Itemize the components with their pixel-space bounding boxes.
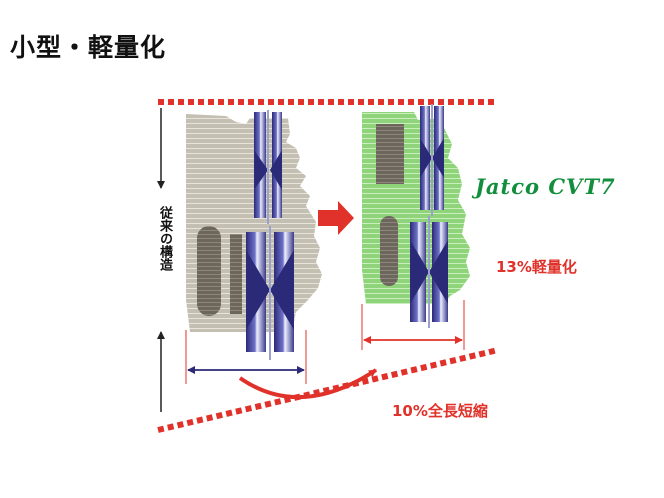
new-lower-pulley bbox=[410, 216, 448, 328]
new-upper-pulley bbox=[420, 104, 444, 216]
conventional-transmission bbox=[186, 110, 322, 360]
curved-arrow bbox=[238, 368, 378, 400]
weight-reduction-label: 13%軽量化 bbox=[496, 258, 577, 276]
new-length-dimension bbox=[361, 300, 465, 350]
conventional-upper-pulley bbox=[254, 110, 282, 224]
new-oval-part bbox=[380, 216, 398, 286]
brand-logo: Jatco CVT7 bbox=[475, 174, 616, 199]
conventional-oval-part bbox=[197, 226, 221, 316]
conventional-structure-label: 従来の構造 bbox=[157, 206, 172, 271]
transition-arrow bbox=[318, 201, 354, 235]
diagonal-reduction-line bbox=[157, 347, 499, 433]
page-title: 小型・軽量化 bbox=[10, 33, 167, 62]
length-reduction-label: 10%全長短縮 bbox=[392, 402, 488, 420]
new-transmission bbox=[362, 104, 470, 328]
conventional-length-dimension bbox=[185, 330, 307, 384]
conventional-rect-part bbox=[230, 234, 242, 314]
conventional-lower-pulley bbox=[246, 226, 294, 360]
new-rect-part bbox=[376, 124, 404, 184]
